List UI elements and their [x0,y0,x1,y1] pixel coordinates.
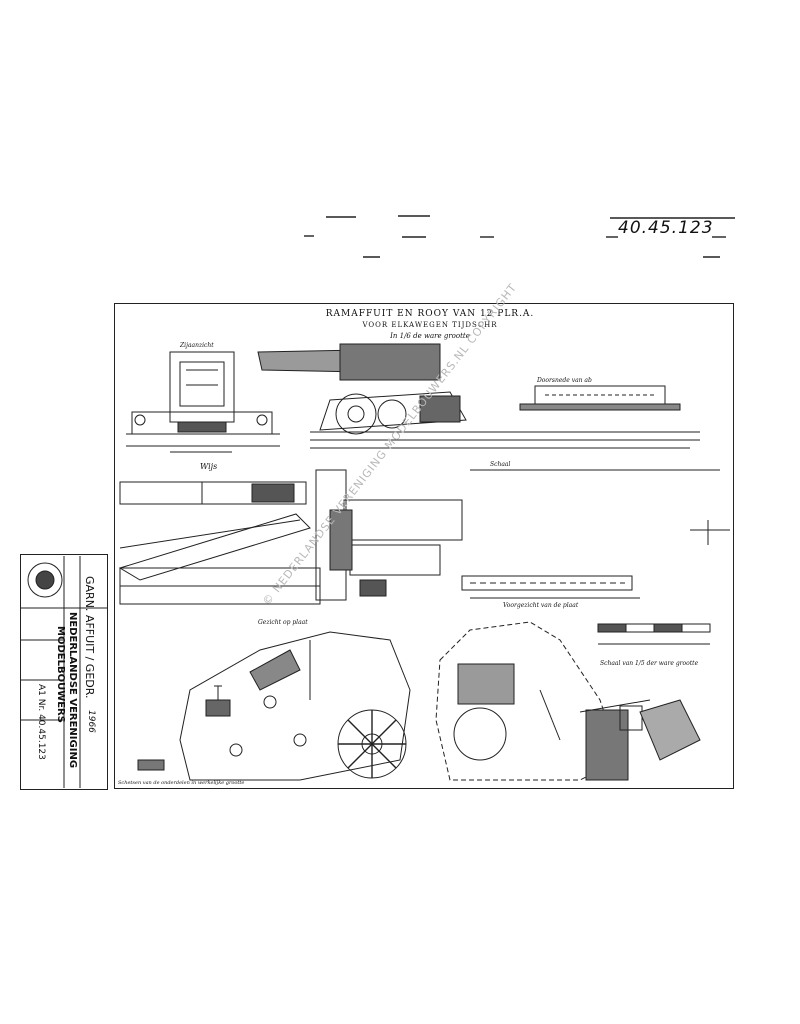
label-bottom-left: Gezicht op plaat [258,619,308,626]
archive-stamp [20,554,108,790]
label-right-detail: Doorsnede van ab [537,377,592,384]
stamp-code: A1 Nr. 40.45.123 [36,684,46,760]
label-bottom-right: Voorgezicht van de plaat [503,602,579,609]
reference-number: 40.45.123 [618,218,714,238]
stamp-line2: NEDERLANDSE VERENIGING [67,612,78,769]
label-right-scale: Schaal [490,461,511,468]
label-top-left-view: Zijaanzicht [180,342,214,349]
stamp-line3: MODELBOUWERS [55,626,66,723]
drawing-scale: In 1/6 de ware grootte [390,332,470,340]
stamp-line1: GARN. AFFUIT / GEDR. [83,576,96,699]
drawing-subtitle: VOOR ELKAWEGEN TIJDSCHR [362,321,498,329]
label-bottom-note: Schetsen van de onderdelen in werkelijke… [118,780,245,786]
label-scale-bar: Schaal van 1/5 der ware grootte [600,660,699,667]
stamp-date: 1966 [86,710,96,733]
label-side-caption: Wijs [200,462,218,471]
drawing-sheet [114,303,734,789]
drawing-title: RAMAFFUIT EN ROOY VAN 12 PLR.A. [325,309,535,319]
